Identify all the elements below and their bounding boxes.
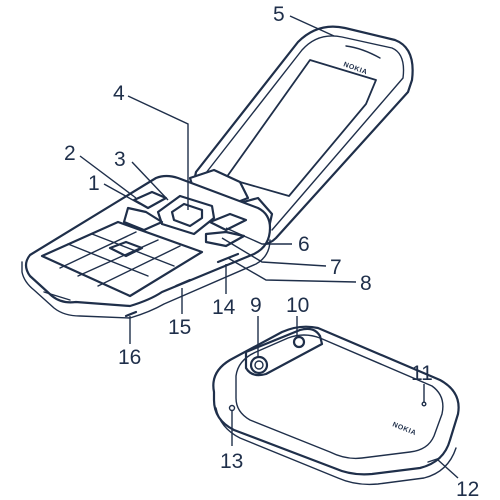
callout-12: 12	[456, 478, 479, 500]
leader-2	[79, 155, 137, 199]
callout-4: 4	[113, 82, 125, 105]
leader-4	[127, 95, 189, 210]
open-flip-phone: NOKIA	[21, 25, 414, 319]
nav-center-key	[170, 202, 204, 228]
callout-9: 9	[250, 294, 262, 317]
call-key	[122, 206, 164, 232]
callout-16: 16	[118, 346, 141, 369]
callout-13: 13	[220, 450, 243, 473]
keypad-row-line	[77, 239, 159, 277]
callout-2: 2	[64, 142, 76, 165]
closed-outer	[212, 325, 460, 476]
closed-seam	[215, 407, 457, 486]
camera-module	[244, 327, 324, 377]
callout-7: 7	[330, 256, 342, 279]
base-bottom-slot	[43, 291, 71, 301]
keypad-col-line	[67, 243, 149, 277]
keypad-outline	[40, 220, 204, 298]
callout-6: 6	[298, 233, 310, 256]
right-selection-key	[208, 212, 248, 232]
leader-7	[221, 237, 327, 267]
camera-lens-inner	[254, 360, 264, 370]
phone-base	[21, 174, 272, 319]
keypad-row-line	[97, 245, 181, 287]
lid-inner-edge	[201, 35, 405, 231]
keypad-center-key	[108, 240, 144, 258]
camera-lens	[249, 355, 269, 375]
secondary-mic	[427, 457, 441, 463]
nav-ring	[156, 194, 216, 236]
keypad-col-line	[91, 233, 175, 267]
camera-frame	[244, 327, 324, 377]
earpiece	[345, 45, 381, 59]
leader-5	[289, 15, 335, 37]
callout-14: 14	[212, 296, 236, 319]
callout-8: 8	[360, 272, 372, 295]
callout-5: 5	[273, 3, 285, 26]
keypad-row-line	[59, 231, 137, 269]
leader-1	[103, 183, 141, 205]
number-keypad	[40, 220, 204, 298]
charger-connector	[219, 261, 235, 269]
callout-10: 10	[286, 294, 309, 317]
end-key	[204, 230, 246, 248]
closed-back-panel	[235, 334, 444, 460]
leader-lines	[79, 15, 459, 479]
callout-15: 15	[168, 316, 191, 339]
callout-labels: 1 2 3 4 5 6 7 8 9 10 11 12 13 14 15 16	[64, 3, 479, 500]
volume-keys	[174, 278, 192, 288]
leader-6	[225, 227, 292, 245]
callout-11: 11	[411, 362, 433, 385]
leader-12	[437, 459, 459, 479]
leader-8	[227, 257, 357, 283]
navigation-key	[156, 194, 216, 236]
loudspeaker	[421, 401, 427, 407]
lanyard-hole	[124, 310, 138, 318]
base-side	[21, 239, 271, 319]
callout-1: 1	[88, 172, 100, 195]
leader-3	[131, 161, 169, 201]
callout-3: 3	[114, 148, 126, 171]
flash	[292, 335, 306, 349]
closed-phone-back: NOKIA	[212, 325, 460, 486]
lid-screen	[225, 59, 377, 197]
